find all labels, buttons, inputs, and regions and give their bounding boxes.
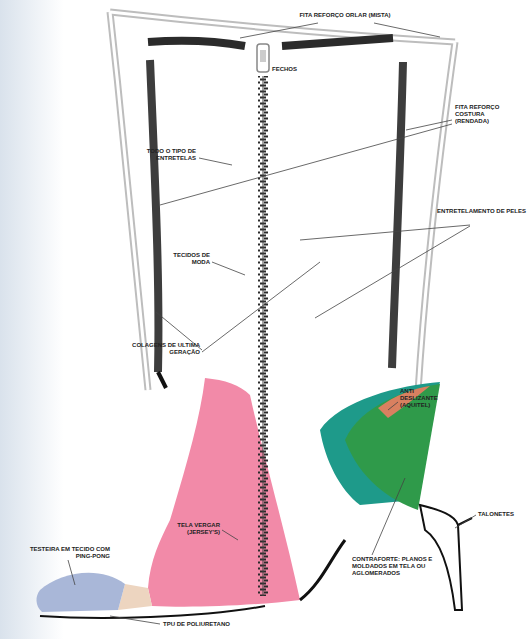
- sole-line: [40, 606, 265, 618]
- seam-tape: [150, 60, 158, 372]
- part-label: FITA REFORÇO ORLAR (MISTA): [290, 12, 400, 19]
- seam-tape: [392, 62, 403, 368]
- part-label: TPU DE POLIURETANO: [163, 621, 253, 628]
- zipper-pull: [257, 44, 269, 72]
- zipper-teeth: [258, 76, 268, 596]
- part-label: CONTRAFORTE: PLANOS E MOLDADOS EM TELA O…: [352, 556, 444, 577]
- part-label: FITA REFORÇO COSTURA (RENDADA): [455, 104, 513, 125]
- part-label: ANTI DESLIZANTE (AQUITEL): [400, 388, 452, 409]
- part-label: TELA VERGAR (JERSEY'S): [160, 522, 220, 536]
- toe-cap: [36, 573, 125, 612]
- part-label: TALONETES: [478, 511, 526, 518]
- part-label: ENTRETELAMENTO DE PELES: [428, 208, 526, 215]
- shaft-outline: [110, 12, 455, 392]
- part-label: TECIDOS DE MODA: [160, 252, 210, 266]
- part-label: FECHOS: [272, 66, 312, 73]
- sole-edge: [300, 540, 345, 600]
- part-label: COLAGENS DE ULTIMA GERAÇÃO: [122, 342, 200, 356]
- part-label: TESTEIRA EM TECIDO COM PING-PONG: [20, 546, 110, 560]
- binding-band: [282, 38, 393, 46]
- zipper-tape: [263, 76, 264, 596]
- seam-tape-end: [158, 372, 166, 388]
- part-label: TODO O TIPO DE ENTRETELAS: [118, 148, 196, 162]
- leader-lines: [68, 23, 476, 624]
- binding-band: [148, 41, 245, 46]
- zipper-pull-slot: [260, 50, 266, 62]
- vamp-jersey: [148, 378, 300, 607]
